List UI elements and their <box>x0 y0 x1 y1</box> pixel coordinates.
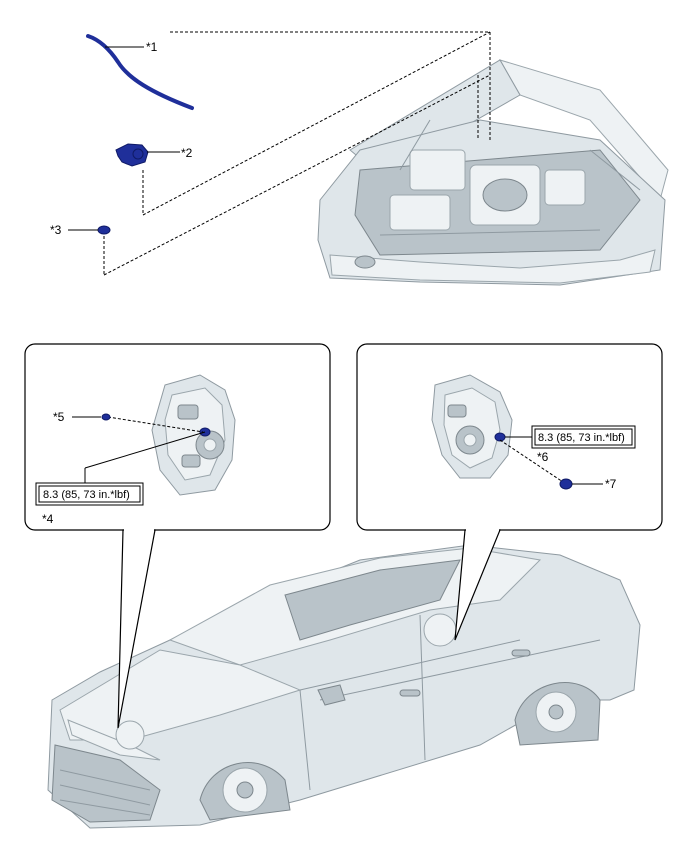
part-3-clip: *3 <box>50 223 111 237</box>
detail-pointers <box>117 529 501 729</box>
right-detail-content: 8.3 (85, 73 in.*lbf) *6 *7 <box>431 374 636 491</box>
torque-spec-left: 8.3 (85, 73 in.*lbf) <box>43 489 130 501</box>
callout-2: *2 <box>181 146 193 160</box>
callout-4: *4 <box>42 512 54 526</box>
projection-lines <box>103 31 491 276</box>
callout-1: *1 <box>146 40 158 54</box>
callout-3: *3 <box>50 223 62 237</box>
part-2-sensor: *2 <box>115 143 193 167</box>
engine-compartment-illustration <box>317 59 669 286</box>
part-1-harness: *1 <box>86 34 194 110</box>
callout-7: *7 <box>605 477 617 491</box>
callout-5: *5 <box>53 410 65 424</box>
left-detail-content: *5 8.3 (85, 73 in.*lbf) *4 <box>35 374 236 526</box>
torque-spec-right: 8.3 (85, 73 in.*lbf) <box>538 432 625 444</box>
callout-6: *6 <box>537 450 549 464</box>
